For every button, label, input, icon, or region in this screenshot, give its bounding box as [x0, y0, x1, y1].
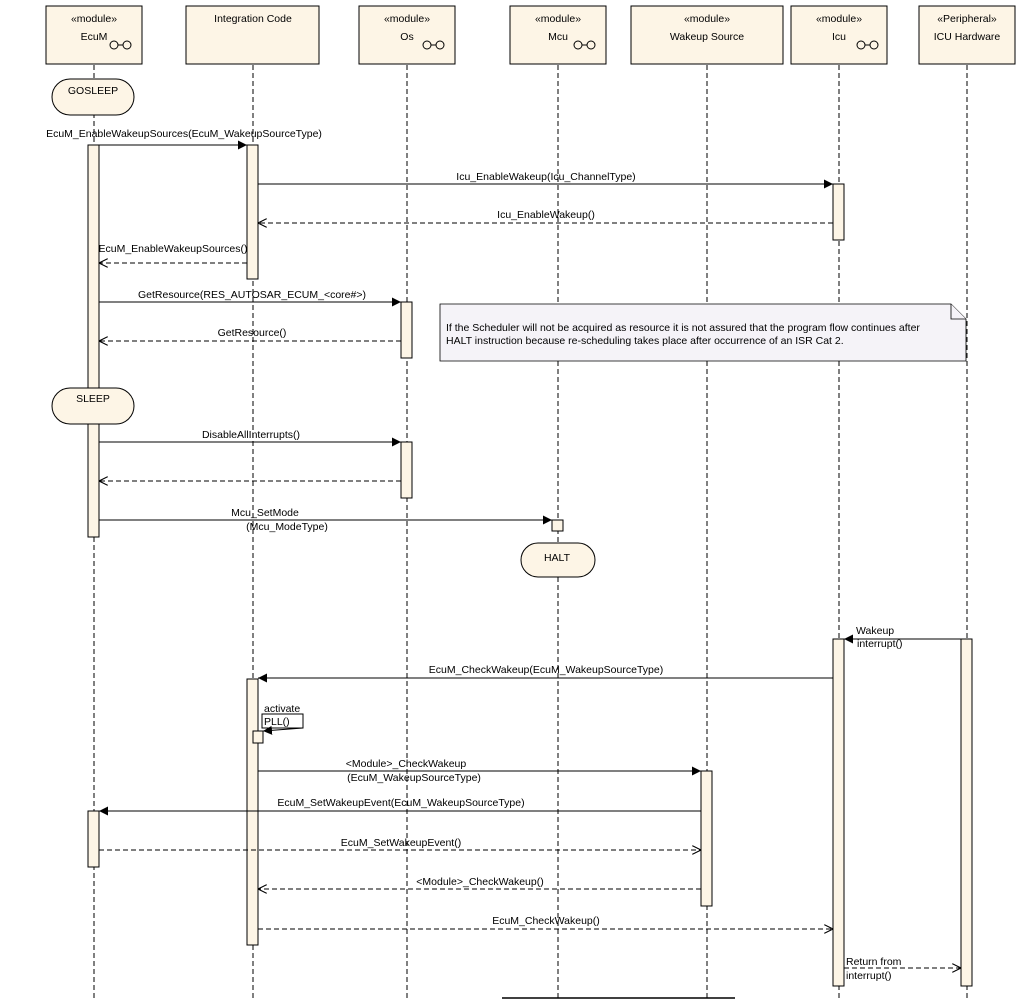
lifeline-name: Mcu — [548, 31, 568, 43]
stereotype-label: «module» — [816, 13, 862, 25]
state-sleep: SLEEP — [51, 387, 135, 425]
component-icon — [422, 40, 445, 50]
return-from-interrupt: Return from interrupt() — [844, 956, 961, 982]
message-label-line-1: Wakeup — [856, 625, 894, 637]
activation-icu-1 — [832, 183, 845, 241]
activation-icu-hardware — [960, 638, 973, 987]
lifeline-name: Icu — [832, 31, 846, 43]
message-label-line-1: Mcu_SetMode — [231, 507, 299, 519]
component-icon — [856, 40, 879, 50]
return-ecum-check-wakeup: EcuM_CheckWakeup() — [258, 915, 833, 929]
activation-os-1 — [400, 301, 413, 359]
state-gosleep: GOSLEEP — [51, 78, 135, 116]
message-label-line-2: interrupt() — [846, 970, 892, 982]
message-label: DisableAllInterrupts() — [202, 429, 300, 441]
lifeline-name: ICU Hardware — [934, 31, 1001, 43]
component-icon — [109, 40, 132, 50]
message-label: GetResource(RES_AUTOSAR_ECUM_<core#>) — [138, 289, 366, 301]
message-icu-enable-wakeup: Icu_EnableWakeup(Icu_ChannelType) — [258, 171, 833, 189]
message-label: EcuM_EnableWakeupSources() — [98, 243, 247, 255]
message-label-line-2: interrupt() — [857, 638, 903, 650]
return-module-check-wakeup: <Module>_CheckWakeup() — [258, 876, 701, 889]
return-icu-enable-wakeup: Icu_EnableWakeup() — [258, 209, 833, 223]
message-module-check-wakeup: <Module>_CheckWakeup (EcuM_WakeupSourceT… — [258, 758, 701, 784]
lifeline-header-integration: Integration Code — [185, 5, 320, 65]
state-label: SLEEP — [76, 393, 110, 405]
activation-os-2 — [400, 441, 413, 499]
message-mcu-set-mode: Mcu_SetMode (Mcu_ModeType) — [99, 507, 552, 533]
message-label-line-1: Return from — [846, 956, 902, 968]
return-get-resource: GetResource() — [99, 327, 401, 341]
lifeline-name: Integration Code — [214, 13, 292, 25]
message-label: <Module>_CheckWakeup() — [416, 876, 543, 888]
scheduler-note: If the Scheduler will not be acquired as… — [439, 303, 967, 362]
message-get-resource: GetResource(RES_AUTOSAR_ECUM_<core#>) — [99, 289, 401, 307]
message-ecum-set-wakeup-event: EcuM_SetWakeupEvent(EcuM_WakeupSourceTyp… — [99, 797, 701, 816]
activation-ecum-2 — [87, 810, 100, 868]
message-label-line-1: activate — [264, 703, 300, 715]
message-wakeup-interrupt: Wakeup interrupt() — [844, 625, 961, 650]
lifeline-header-os: «module» Os — [358, 5, 456, 65]
message-label: GetResource() — [218, 327, 287, 339]
lifeline-name: Os — [400, 31, 413, 43]
activation-integration-pll — [252, 730, 264, 744]
component-icon — [573, 40, 596, 50]
lifeline-header-wakeup-source: «module» Wakeup Source — [630, 5, 784, 65]
lifeline-name: Wakeup Source — [670, 31, 744, 43]
message-label-line-1: <Module>_CheckWakeup — [346, 758, 467, 770]
message-label: EcuM_SetWakeupEvent(EcuM_WakeupSourceTyp… — [277, 797, 524, 809]
activation-mcu — [551, 519, 564, 532]
note-text-line-1: If the Scheduler will not be acquired as… — [446, 322, 920, 334]
stereotype-label: «module» — [684, 13, 730, 25]
message-disable-all-interrupts: DisableAllInterrupts() — [99, 429, 401, 447]
return-ecum-set-wakeup-event: EcuM_SetWakeupEvent() — [99, 837, 701, 850]
state-label: GOSLEEP — [68, 85, 118, 97]
stereotype-label: «Peripheral» — [937, 13, 997, 25]
message-label-line-2: (EcuM_WakeupSourceType) — [347, 772, 481, 784]
activation-icu-2 — [832, 638, 845, 987]
message-ecum-enable-wakeup-sources: EcuM_EnableWakeupSources(EcuM_WakeupSour… — [46, 128, 322, 150]
message-label: EcuM_CheckWakeup(EcuM_WakeupSourceType) — [429, 664, 663, 676]
lifeline-header-ecum: «module» EcuM — [45, 5, 143, 65]
activation-wakeup-source — [700, 770, 713, 907]
stereotype-label: «module» — [71, 13, 117, 25]
lifeline-header-icu: «module» Icu — [790, 5, 888, 65]
stereotype-label: «module» — [535, 13, 581, 25]
lifeline-header-mcu: «module» Mcu — [509, 5, 607, 65]
lifeline-header-icu-hardware: «Peripheral» ICU Hardware — [918, 5, 1016, 65]
state-halt: HALT — [520, 542, 596, 578]
lifeline-name: EcuM — [81, 31, 108, 43]
activation-integration-1 — [246, 144, 259, 280]
state-label: HALT — [544, 552, 571, 564]
message-label-line-2: PLL() — [264, 716, 290, 728]
message-ecum-check-wakeup: EcuM_CheckWakeup(EcuM_WakeupSourceType) — [258, 664, 833, 683]
return-ecum-enable-wakeup-sources: EcuM_EnableWakeupSources() — [98, 243, 248, 263]
message-label-line-2: (Mcu_ModeType) — [246, 521, 328, 533]
message-activate-pll: activate PLL() — [261, 703, 304, 735]
activation-ecum-1 — [87, 144, 100, 538]
activation-integration-2 — [246, 678, 259, 946]
self-call-frame — [261, 713, 304, 729]
message-label: EcuM_SetWakeupEvent() — [341, 837, 461, 849]
message-label: Icu_EnableWakeup(Icu_ChannelType) — [456, 171, 635, 183]
message-label: EcuM_CheckWakeup() — [492, 915, 600, 927]
message-label: EcuM_EnableWakeupSources(EcuM_WakeupSour… — [46, 128, 322, 140]
stereotype-label: «module» — [384, 13, 430, 25]
note-text-line-2: HALT instruction because re-scheduling t… — [446, 335, 844, 347]
message-label: Icu_EnableWakeup() — [497, 209, 595, 221]
